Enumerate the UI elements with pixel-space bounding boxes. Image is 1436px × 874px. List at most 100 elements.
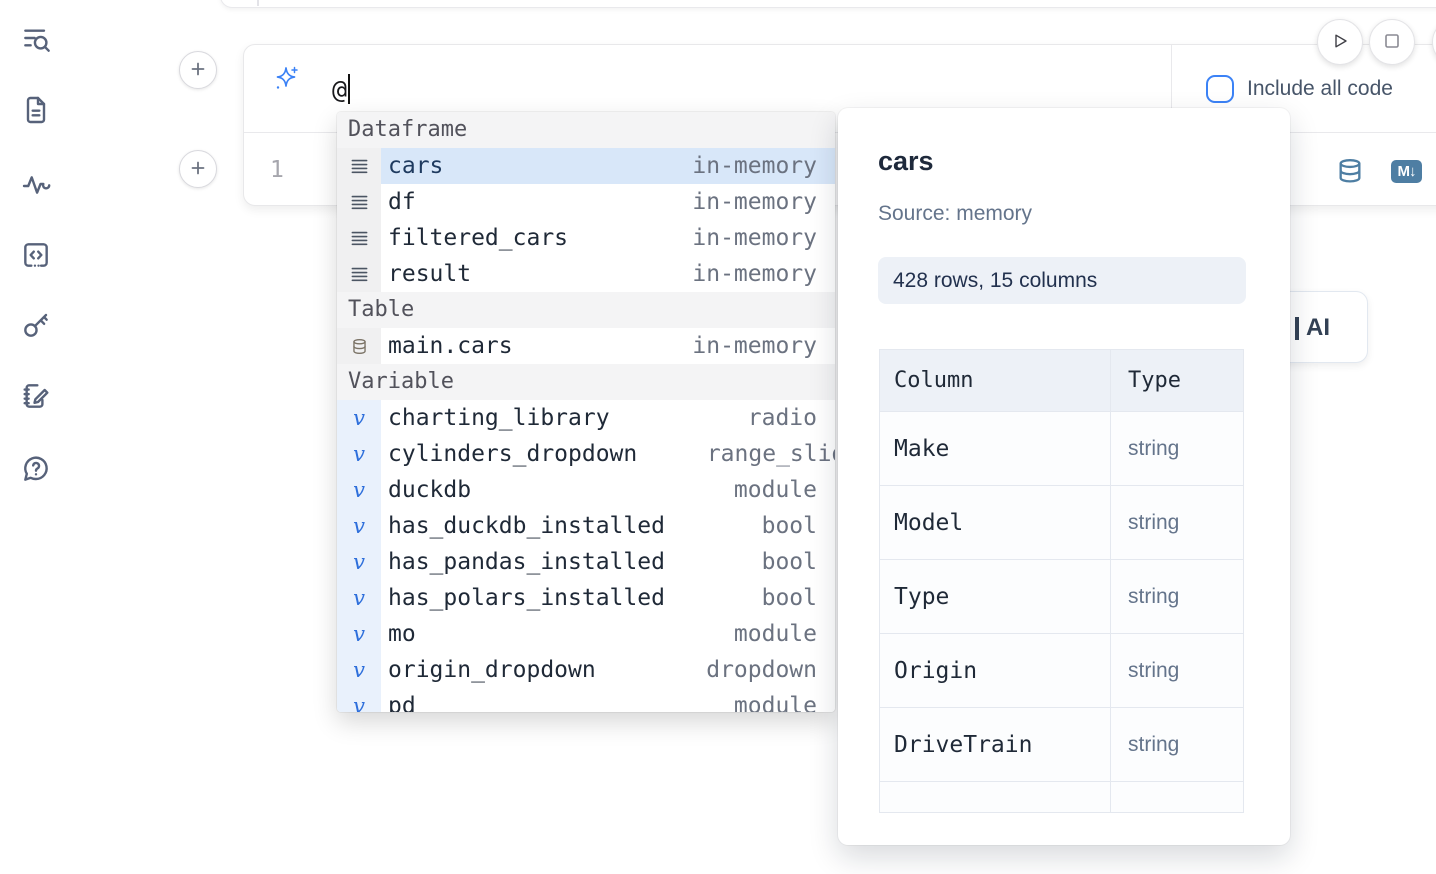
- completion-type: in-memory: [692, 225, 817, 251]
- column-type-cell: string: [1111, 634, 1243, 708]
- autocomplete-item-filtered_cars[interactable]: filtered_cars in-memory: [337, 220, 835, 256]
- markdown-export-icon[interactable]: M↓: [1391, 160, 1422, 183]
- completion-name: has_polars_installed: [388, 585, 665, 611]
- column-type-cell: Type: [1111, 350, 1243, 412]
- completion-name: charting_library: [388, 405, 610, 431]
- table-icon: [337, 328, 381, 364]
- code-editor-row[interactable]: 1 M↓: [244, 134, 1436, 206]
- help-chat-icon: [20, 456, 52, 488]
- column-type-cell: string: [1111, 486, 1243, 560]
- completion-name: main.cars: [388, 333, 513, 359]
- completion-type: radio: [747, 405, 817, 431]
- completion-name: cars: [388, 153, 444, 179]
- secrets-key-icon: [20, 313, 52, 344]
- column-type-cell: string: [1111, 412, 1243, 486]
- preview-table-row-partial: [880, 782, 1243, 812]
- completion-type: bool: [761, 513, 817, 539]
- autocomplete-item-origin_dropdown[interactable]: v origin_dropdown dropdown: [337, 652, 835, 688]
- ai-row-divider: [1171, 45, 1172, 133]
- dataframe-preview-panel: cars Source: memory 428 rows, 15 columns…: [838, 108, 1290, 845]
- stop-button[interactable]: [1369, 19, 1415, 65]
- scratchpad-notebook-icon: [20, 384, 52, 415]
- run-cell-button[interactable]: [1317, 19, 1363, 65]
- completion-type: bool: [761, 585, 817, 611]
- previous-cell-edge: [220, 0, 1436, 8]
- sidebar-item-snippets[interactable]: [18, 237, 54, 273]
- completion-type: in-memory: [692, 189, 817, 215]
- dataframe-icon: [337, 220, 381, 256]
- add-cell-above-button[interactable]: [179, 51, 217, 89]
- completion-name: result: [388, 261, 472, 287]
- column-name-cell: DriveTrain: [880, 708, 1111, 782]
- completion-type: in-memory: [692, 261, 817, 287]
- completion-type: module: [733, 621, 817, 647]
- clipped-letter-stroke: [1295, 317, 1299, 340]
- completion-name: cylinders_dropdown: [388, 441, 638, 467]
- plus-icon: [189, 159, 207, 180]
- ai-prompt-input[interactable]: @: [332, 45, 351, 133]
- database-icon[interactable]: [1336, 157, 1364, 185]
- include-all-code-control: Include all code: [1206, 45, 1393, 133]
- completion-name: origin_dropdown: [388, 657, 596, 683]
- autocomplete-item-result[interactable]: result in-memory: [337, 256, 835, 292]
- completion-type: in-memory: [692, 333, 817, 359]
- autocomplete-item-has_polars_installed[interactable]: v has_polars_installed bool: [337, 580, 835, 616]
- ai-button-label: AI: [1306, 314, 1330, 341]
- sidebar-item-tracing[interactable]: [18, 166, 54, 202]
- dataframe-icon: [351, 231, 367, 245]
- completion-type: in-memory: [692, 153, 817, 179]
- completion-name: filtered_cars: [388, 225, 569, 251]
- autocomplete-item-cars[interactable]: cars in-memory: [337, 148, 835, 184]
- variable-icon: v: [337, 580, 381, 616]
- table-of-contents-search-icon: [20, 29, 52, 59]
- plus-icon: [189, 60, 207, 81]
- variable-icon: v: [337, 652, 381, 688]
- variable-icon: v: [337, 688, 381, 712]
- completion-type: bool: [761, 549, 817, 575]
- preview-shape-badge: 428 rows, 15 columns: [878, 257, 1246, 304]
- autocomplete-section-header: Variable: [337, 364, 835, 400]
- include-all-code-label: Include all code: [1247, 77, 1393, 100]
- include-all-code-checkbox[interactable]: [1206, 75, 1234, 103]
- dataframe-icon: [337, 148, 381, 184]
- column-name-cell: Column: [880, 350, 1111, 412]
- autocomplete-section-header: Dataframe: [337, 112, 835, 148]
- column-name-cell: Make: [880, 412, 1111, 486]
- sidebar-item-files[interactable]: [18, 92, 54, 128]
- dataframe-icon: [351, 267, 367, 281]
- sidebar-item-secrets[interactable]: [18, 307, 54, 343]
- completion-name: duckdb: [388, 477, 472, 503]
- variable-icon: v: [337, 508, 381, 544]
- previous-cell-divider: [257, 0, 259, 6]
- sidebar-item-scratchpad[interactable]: [18, 378, 54, 414]
- completion-type: module: [733, 477, 817, 503]
- autocomplete-item-main.cars[interactable]: main.cars in-memory: [337, 328, 835, 364]
- ai-prompt-text: @: [332, 74, 348, 104]
- snippets-code-icon: [20, 243, 52, 274]
- completion-name: pd: [388, 693, 416, 712]
- column-type-cell: string: [1111, 708, 1243, 782]
- add-cell-below-button[interactable]: [179, 150, 217, 188]
- completion-type: range_slider: [706, 441, 835, 467]
- line-number: 1: [270, 157, 284, 183]
- sidebar-item-help[interactable]: [18, 451, 54, 487]
- completion-type: dropdown: [706, 657, 817, 683]
- column-name-cell: [880, 782, 1111, 812]
- preview-title: cars: [878, 146, 934, 176]
- sidebar-item-toc[interactable]: [18, 22, 54, 58]
